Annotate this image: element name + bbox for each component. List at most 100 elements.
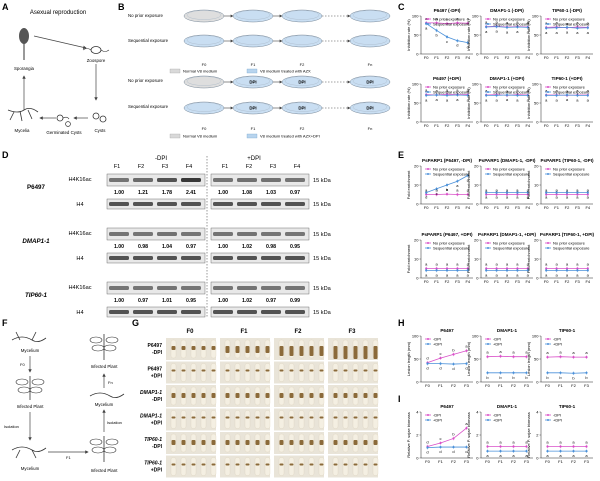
data-point	[486, 371, 489, 374]
stat-letter: a	[456, 188, 459, 193]
lesion	[299, 463, 304, 466]
d-quant-value: 1.03	[266, 190, 276, 196]
chart-title: TIP60-1	[559, 328, 576, 333]
x-tick-label: F1	[438, 459, 443, 464]
y-tick-label: 50	[534, 356, 539, 361]
x-tick-label: F4	[525, 123, 530, 128]
petri-dish-rim	[284, 35, 320, 45]
d-quant-value: 1.04	[162, 244, 172, 250]
legend-label: -DPI	[553, 412, 561, 417]
x-tick-label: F1	[558, 459, 563, 464]
stat-letter: a	[555, 195, 558, 200]
stat-letter: a	[516, 88, 519, 93]
data-point	[586, 26, 589, 29]
x-tick-label: F1	[554, 55, 559, 60]
d-kda-label: 15 kDa	[313, 310, 332, 316]
lesion	[373, 463, 378, 466]
stat-letter: a	[506, 97, 509, 102]
hypocotyl	[298, 410, 305, 429]
y-tick-label: 10	[414, 256, 419, 261]
data-point	[485, 94, 488, 97]
lesion	[353, 463, 358, 466]
data-point	[466, 193, 469, 196]
lesion	[309, 369, 314, 372]
x-tick-label: F2	[565, 279, 570, 284]
legend-label: -DPI	[493, 336, 501, 341]
stat-letter: a	[495, 195, 498, 200]
hypocotyl	[200, 457, 207, 476]
hypocotyl	[254, 363, 261, 382]
x-tick-label: F0	[424, 55, 429, 60]
lesion	[191, 393, 196, 398]
stat-letter: c	[436, 191, 438, 196]
lesion	[255, 393, 260, 398]
legend-marker	[487, 173, 489, 175]
y-tick-label: 0	[476, 119, 479, 124]
y-tick-label: 4	[416, 409, 419, 414]
g-row-label-dpi: +DPI	[151, 374, 163, 380]
stat-letter: a	[566, 21, 569, 26]
y-tick-label: 100	[412, 13, 419, 18]
legend-marker	[427, 173, 429, 175]
legend-label: +DPI	[493, 417, 502, 422]
y-tick-label: 50	[414, 32, 419, 37]
g-col-label: F2	[294, 329, 302, 335]
lesion	[343, 346, 348, 359]
blot-band	[285, 178, 305, 182]
lesion	[235, 346, 240, 353]
petri-dish-rim	[284, 10, 320, 20]
data-point	[555, 269, 558, 272]
data-point	[452, 353, 455, 356]
stat-letter: a	[545, 272, 548, 277]
lesion	[289, 440, 294, 445]
f-label-fn: Fn	[108, 380, 113, 385]
stat-letter: a	[486, 350, 489, 355]
lesion	[265, 463, 270, 466]
x-tick-label: F2	[445, 205, 450, 210]
stat-letter: a	[555, 30, 558, 35]
data-point	[426, 362, 429, 365]
lesion	[181, 463, 186, 466]
petri-dish	[281, 34, 323, 48]
petri-dish-rim	[186, 102, 222, 112]
hypocotyl	[318, 363, 325, 382]
data-point	[505, 26, 509, 29]
stat-letter: a	[572, 440, 575, 445]
x-tick-label: F0	[484, 123, 489, 128]
data-point	[435, 21, 438, 24]
blot-band	[157, 256, 177, 260]
data-point	[452, 437, 455, 440]
d-quant-value: 1.00	[114, 244, 124, 250]
hypocotyl	[180, 410, 187, 429]
lesion	[265, 393, 270, 398]
data-point	[505, 267, 509, 270]
lesion	[225, 393, 230, 398]
data-point	[466, 41, 469, 44]
stat-letter: a	[585, 440, 588, 445]
hypocotyl	[170, 410, 177, 429]
x-tick-label: F1	[554, 279, 559, 284]
lesion	[245, 463, 250, 466]
data-point	[545, 27, 548, 30]
legend-marker	[427, 91, 429, 93]
stat-letter: a	[506, 29, 509, 34]
blot-band	[213, 232, 233, 236]
hypocotyl	[244, 410, 251, 429]
x-tick-label: F0	[425, 383, 430, 388]
x-tick-label: F0	[544, 279, 549, 284]
y-tick-label: 50	[414, 356, 419, 361]
x-tick-label: F2	[505, 123, 510, 128]
data-point	[545, 267, 548, 270]
x-tick-label: F1	[494, 55, 499, 60]
stage-cysts: Cysts	[95, 128, 107, 133]
legend-label: No prior exposure	[433, 84, 466, 89]
legend-marker	[547, 343, 549, 345]
y-tick-label: 100	[472, 13, 479, 18]
blot-band	[261, 232, 281, 236]
stat-letter: a	[587, 262, 590, 267]
lesion	[181, 416, 186, 419]
lesion	[265, 369, 270, 372]
data-point	[445, 22, 449, 25]
